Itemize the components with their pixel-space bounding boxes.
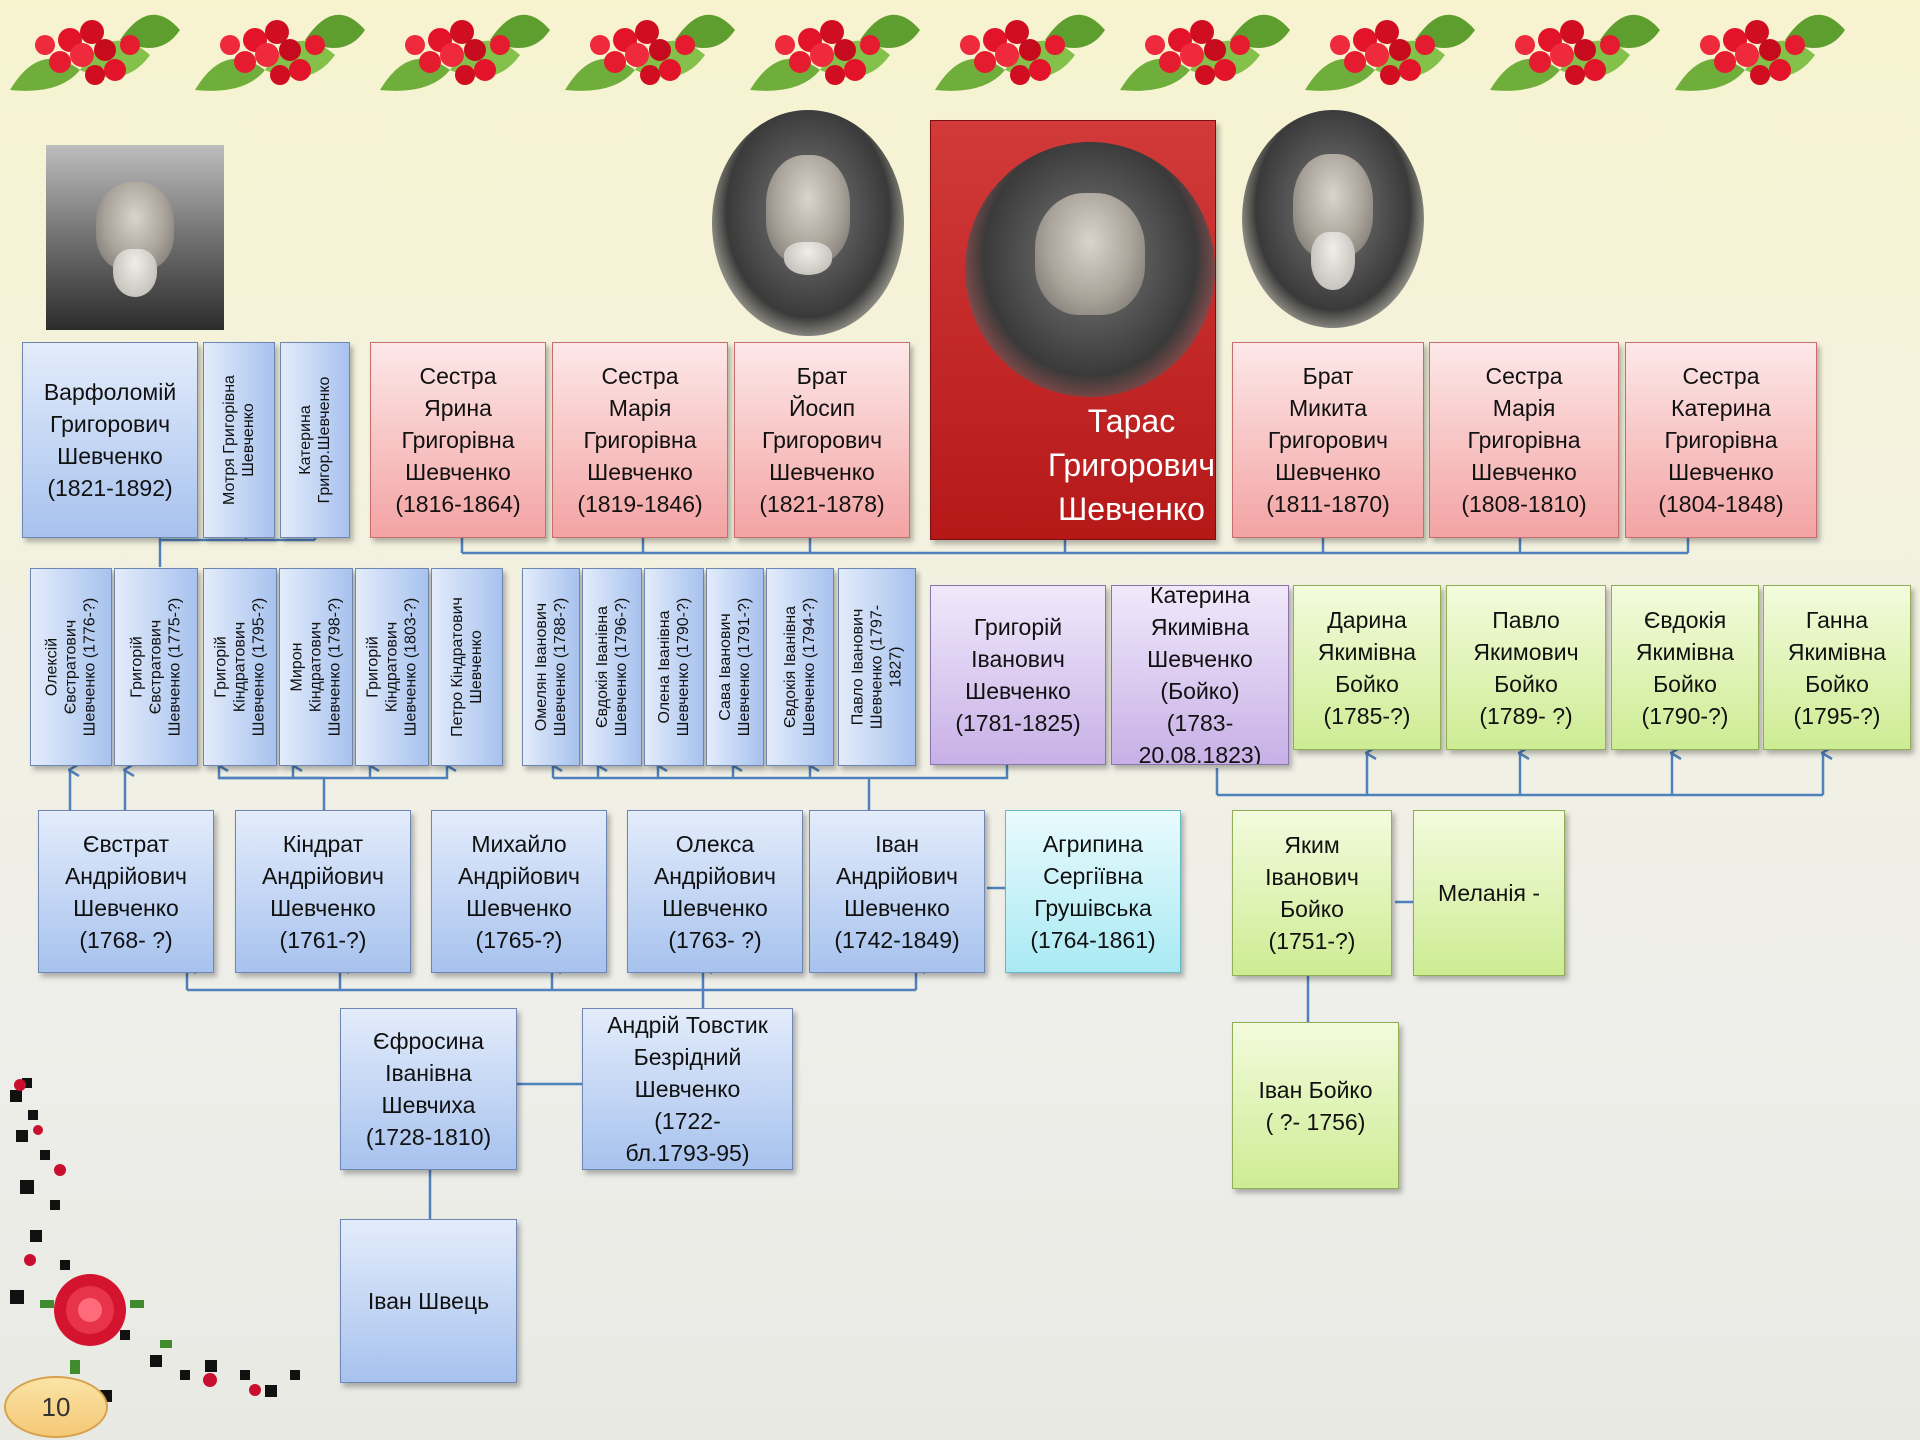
person-motria[interactable]: Мотря Григорівна Шевченко (203, 342, 275, 538)
person-varfolomii[interactable]: Варфоломій Григорович Шевченко (1821-189… (22, 342, 198, 538)
cousin-label: Євдокія Іванівна Шевченко (1794-?) (782, 597, 818, 737)
person-ivan-shvets[interactable]: Іван Швець (340, 1219, 517, 1383)
person-yosyp[interactable]: Брат Йосип Григорович Шевченко (1821-187… (734, 342, 910, 538)
cousin-sava[interactable]: Сава Іванович Шевченко (1791-?) (706, 568, 764, 766)
rose-motif (54, 1274, 126, 1346)
cousin-hryhorii-evstratovych[interactable]: Григорій Євстратович Шевченко (1775-?) (114, 568, 198, 766)
cousin-olena[interactable]: Олена Іванівна Шевченко (1790-?) (644, 568, 704, 766)
cousin-label: Олексій Євстратович Шевченко (1776-?) (43, 597, 99, 737)
person-oleksa[interactable]: Олекса Андрійович Шевченко (1763- ?) (627, 810, 803, 973)
cousin-label: Омелян Іванович Шевченко (1788-?) (533, 597, 569, 737)
page-number: 10 (4, 1376, 108, 1438)
cousin-label: Григорій Кіндратович Шевченко (1795-?) (212, 597, 268, 737)
person-yefrosyna[interactable]: Єфросина Іванівна Шевчиха (1728-1810) (340, 1008, 517, 1170)
person-yevstrat[interactable]: Євстрат Андрійович Шевченко (1768- ?) (38, 810, 214, 973)
portrait-varfolomii (46, 145, 224, 330)
cousin-yevdokiia-1796[interactable]: Євдокія Іванівна Шевченко (1796-?) (582, 568, 642, 766)
person-mykyta[interactable]: Брат Микита Григорович Шевченко (1811-18… (1232, 342, 1424, 538)
person-ivan-andriiovych[interactable]: Іван Андрійович Шевченко (1742-1849) (809, 810, 985, 973)
cousin-label: Григорій Євстратович Шевченко (1775-?) (128, 597, 184, 737)
person-yakym-boiko[interactable]: Яким Іванович Бойко (1751-?) (1232, 810, 1392, 976)
person-kateryna-hryhor-label: Катерина Григор.Шевченко (297, 376, 333, 504)
person-taras-label: Тарас Григорович Шевченко (1047, 403, 1215, 527)
person-motria-label: Мотря Григорівна Шевченко (221, 375, 257, 505)
person-taras[interactable]: Тарас Григорович Шевченко (930, 120, 1216, 540)
portrait-beard (1310, 232, 1356, 290)
cousin-label: Мирон Кіндратович Шевченко (1798-?) (288, 597, 344, 737)
person-mariia-1808[interactable]: Сестра Марія Григорівна Шевченко (1808-1… (1429, 342, 1619, 538)
person-yaryna[interactable]: Сестра Ярина Григорівна Шевченко (1816-1… (370, 342, 546, 538)
person-hanna-boiko[interactable]: Ганна Якимівна Бойко (1795-?) (1763, 585, 1911, 750)
person-pavlo-boiko[interactable]: Павло Якимович Бойко (1789- ?) (1446, 585, 1606, 750)
cousin-pavlo-ivanovych[interactable]: Павло Іванович Шевченко (1797- 1827) (838, 568, 916, 766)
cousin-omelian[interactable]: Омелян Іванович Шевченко (1788-?) (522, 568, 580, 766)
cousin-label: Павло Іванович Шевченко (1797- 1827) (849, 604, 905, 730)
portrait-yosyp (712, 110, 904, 336)
portrait-face (765, 155, 851, 275)
cousin-label: Григорій Кіндратович Шевченко (1803-?) (364, 597, 420, 737)
cousin-label: Олена Іванівна Шевченко (1790-?) (656, 597, 692, 737)
cousin-yevdokiia-1794[interactable]: Євдокія Іванівна Шевченко (1794-?) (766, 568, 834, 766)
cousin-hryhorii-1803[interactable]: Григорій Кіндратович Шевченко (1803-?) (355, 568, 429, 766)
embroidery-ornament (10, 1078, 300, 1402)
portrait-taras (965, 142, 1215, 397)
person-melaniia[interactable]: Меланія - (1413, 810, 1565, 976)
person-kateryna-hryhor[interactable]: Катерина Григор.Шевченко (280, 342, 350, 538)
cousin-label: Петро Кіндратович Шевченко (449, 597, 485, 737)
portrait-mykyta (1242, 110, 1424, 328)
portrait-beard (784, 242, 832, 275)
person-ivan-boiko[interactable]: Іван Бойко ( ?- 1756) (1232, 1022, 1399, 1189)
viburnum-garland (10, 14, 1845, 91)
portrait-face (1292, 153, 1374, 290)
cousin-oleksii[interactable]: Олексій Євстратович Шевченко (1776-?) (30, 568, 112, 766)
person-kindrat[interactable]: Кіндрат Андрійович Шевченко (1761-?) (235, 810, 411, 973)
person-mariia-1819[interactable]: Сестра Марія Григорівна Шевченко (1819-1… (552, 342, 728, 538)
person-hryhorii-ivanovych[interactable]: Григорій Іванович Шевченко (1781-1825) (930, 585, 1106, 765)
portrait-face (1035, 193, 1145, 316)
portrait-beard (113, 248, 157, 298)
person-yevdokiia-boiko[interactable]: Євдокія Якимівна Бойко (1790-?) (1611, 585, 1759, 750)
person-mykhailo[interactable]: Михайло Андрійович Шевченко (1765-?) (431, 810, 607, 973)
cousin-myron[interactable]: Мирон Кіндратович Шевченко (1798-?) (279, 568, 353, 766)
portrait-face (95, 182, 175, 298)
cousin-label: Сава Іванович Шевченко (1791-?) (717, 597, 753, 737)
cousin-hryhorii-1795[interactable]: Григорій Кіндратович Шевченко (1795-?) (203, 568, 277, 766)
person-kateryna-sister[interactable]: Сестра Катерина Григорівна Шевченко (180… (1625, 342, 1817, 538)
person-ahrypyna[interactable]: Агрипина Сергіївна Грушівська (1764-1861… (1005, 810, 1181, 973)
person-kateryna-mother[interactable]: Катерина Якимівна Шевченко (Бойко) (1783… (1111, 585, 1289, 765)
berry-cluster (10, 14, 180, 91)
person-daryna-boiko[interactable]: Дарина Якимівна Бойко (1785-?) (1293, 585, 1441, 750)
cousin-petro[interactable]: Петро Кіндратович Шевченко (431, 568, 503, 766)
person-andrii-tovstyk[interactable]: Андрій Товстик Безрідний Шевченко (1722-… (582, 1008, 793, 1170)
cousin-label: Євдокія Іванівна Шевченко (1796-?) (594, 597, 630, 737)
